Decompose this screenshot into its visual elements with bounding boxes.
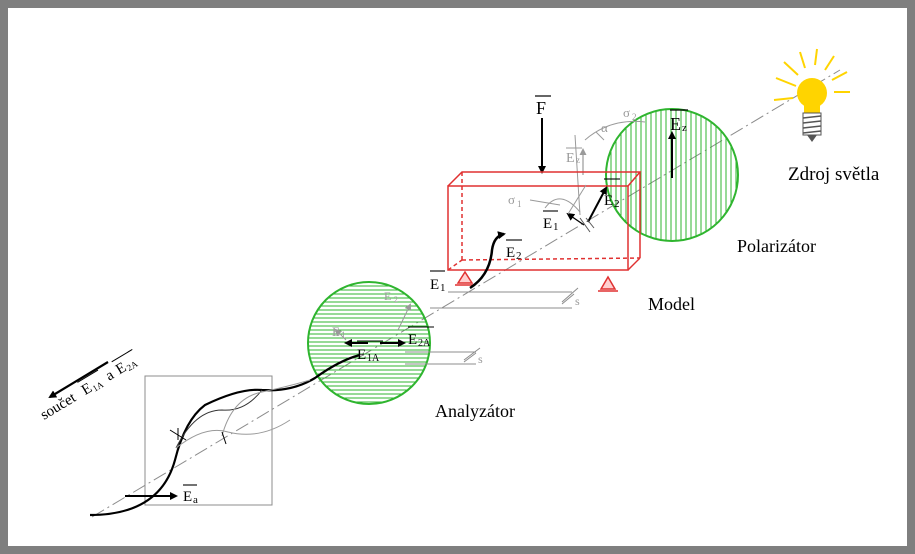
wave-helper-1 xyxy=(175,389,263,449)
svg-text:1: 1 xyxy=(553,221,559,233)
svg-text:z: z xyxy=(576,155,580,165)
svg-text:E: E xyxy=(357,347,366,363)
svg-text:σ: σ xyxy=(508,192,515,207)
model-vectors: E 2 E 1 E 2 E 1 xyxy=(430,178,620,294)
svg-text:E: E xyxy=(566,151,575,166)
svg-text:2: 2 xyxy=(394,295,398,304)
svg-text:1: 1 xyxy=(440,282,446,294)
svg-text:2: 2 xyxy=(632,112,637,122)
svg-text:1: 1 xyxy=(517,199,522,209)
vector-ez-label: E z xyxy=(670,109,688,134)
svg-text:α: α xyxy=(601,120,608,135)
svg-text:a: a xyxy=(193,494,198,506)
svg-text:součet: součet xyxy=(38,390,80,424)
svg-text:E: E xyxy=(332,324,340,339)
wave-helper-3 xyxy=(175,419,291,449)
output-plane xyxy=(144,375,273,506)
svg-text:2A: 2A xyxy=(418,338,431,349)
svg-text:E: E xyxy=(506,245,515,261)
sum-label: součet E 1A a E 2A xyxy=(38,349,140,424)
svg-text:1: 1 xyxy=(341,330,346,340)
svg-text:a: a xyxy=(103,367,117,384)
light-bulb-icon xyxy=(773,48,850,142)
svg-text:z: z xyxy=(682,122,687,134)
svg-text:E: E xyxy=(384,289,391,303)
dimension-s-top: s xyxy=(430,287,580,309)
svg-text:1A: 1A xyxy=(367,353,380,364)
svg-text:F: F xyxy=(536,98,546,118)
model-label: Model xyxy=(648,294,695,314)
svg-text:E: E xyxy=(430,277,439,293)
vector-ea: E a xyxy=(125,484,198,506)
wave-helper-2 xyxy=(221,379,311,437)
optical-axis xyxy=(91,69,841,518)
analyzer-vectors: E 1 E 2 E 1A E 2A xyxy=(332,289,434,364)
svg-text:s: s xyxy=(575,294,580,308)
force-f: F xyxy=(535,95,551,174)
svg-text:E: E xyxy=(670,114,681,134)
sum-arrow xyxy=(48,361,109,399)
svg-text:E: E xyxy=(604,193,613,209)
svg-text:E: E xyxy=(183,489,192,505)
analyzer-label: Analyzátor xyxy=(435,401,515,421)
wave-resultant xyxy=(89,353,361,517)
polarizer-label: Polarizátor xyxy=(737,236,816,256)
svg-text:σ: σ xyxy=(623,105,630,120)
svg-text:E: E xyxy=(543,216,552,232)
svg-text:E: E xyxy=(408,332,417,348)
axis-ticks xyxy=(169,428,227,445)
dimension-s-bottom: s xyxy=(405,347,483,366)
source-label: Zdroj světla xyxy=(788,164,880,185)
svg-text:s: s xyxy=(478,352,483,366)
angle-construction: E z α σ 2 σ 1 xyxy=(508,105,646,216)
svg-text:2: 2 xyxy=(516,250,522,262)
svg-text:2: 2 xyxy=(614,198,620,210)
